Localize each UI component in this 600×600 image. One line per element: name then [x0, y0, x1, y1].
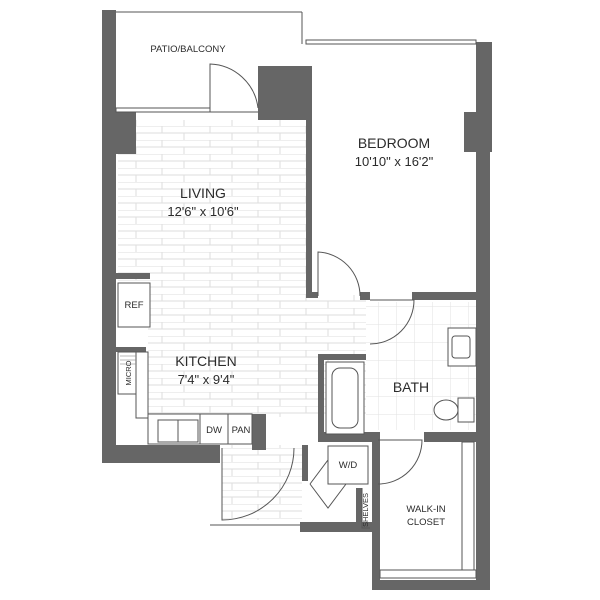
- vanity-sink: [451, 335, 471, 359]
- toilet-tank: [457, 397, 475, 423]
- toilet-bowl: [433, 399, 459, 421]
- shelves-label: SHELVES: [361, 493, 370, 527]
- bedroom-dimensions: 10'10" x 16'2": [355, 154, 434, 169]
- micro-top-wall: [116, 347, 146, 352]
- micro-stove-grid: [120, 355, 136, 365]
- bedroom-door-swing: [317, 251, 361, 297]
- kitchen-dimensions: 7'4" x 9'4": [178, 372, 235, 387]
- bathtub-inner: [331, 367, 359, 429]
- shelves-outline: [361, 488, 370, 529]
- bedroom-living-wall: [306, 66, 312, 294]
- hall-bottom-wall: [300, 522, 372, 532]
- right-window-pier: [464, 112, 492, 152]
- ref-box: [117, 282, 151, 328]
- living-floor: [118, 120, 310, 295]
- wd-box: [327, 445, 369, 485]
- closet-left-wall: [372, 432, 380, 590]
- wd-left-wall: [302, 445, 308, 481]
- kitchen-right-wall: [252, 414, 266, 450]
- bedroom-bath-wall: [412, 292, 482, 300]
- bath-door-swing: [369, 299, 415, 345]
- entry-door-swing: [221, 447, 295, 521]
- closet-door-swing: [377, 439, 423, 485]
- walls: [102, 10, 492, 590]
- shelves-right-wall: [356, 488, 362, 530]
- dw-label: DW: [206, 425, 222, 436]
- ref-label: REF: [125, 300, 144, 311]
- patio-door-swing: [209, 63, 259, 112]
- bottom-left-wall: [102, 445, 220, 463]
- windows-and-lines: [115, 11, 477, 529]
- ref-top-wall: [116, 273, 150, 279]
- right-exterior-wall: [476, 150, 490, 590]
- bedroom-bottom-wall: [306, 292, 318, 298]
- closet-bottom-wall: [372, 580, 490, 590]
- fixtures: [117, 282, 477, 579]
- bedroom-label: BEDROOM: [358, 135, 430, 151]
- wd-label: W/D: [339, 460, 358, 471]
- closet-label-line1: WALK-IN: [406, 504, 445, 515]
- micro-label: MICRO: [124, 360, 133, 385]
- bath-bottom-left-wall: [318, 432, 378, 442]
- left-exterior-wall: [102, 108, 116, 463]
- bath-entry-wall: [318, 354, 366, 360]
- bath-label: BATH: [393, 379, 429, 395]
- kitchen-label: KITCHEN: [175, 353, 236, 369]
- bedroom-column: [258, 66, 306, 120]
- closet-label-line2: CLOSET: [407, 517, 445, 528]
- patio-label: PATIO/BALCONY: [150, 44, 226, 55]
- living-label: LIVING: [180, 185, 226, 201]
- pan-label: PAN: [232, 425, 251, 436]
- patio-left-wall: [102, 10, 116, 110]
- entry-floor: [222, 445, 302, 520]
- bedroom-window: [305, 39, 477, 45]
- closet-rod-bottom: [379, 569, 477, 579]
- closet-shelf: [461, 441, 475, 575]
- bath-top-left-stub: [360, 292, 370, 300]
- counter-left: [135, 351, 149, 419]
- patio-window: [115, 107, 211, 113]
- bath-left-wall: [318, 354, 324, 436]
- bath-bottom-right-wall: [424, 432, 478, 442]
- living-dimensions: 12'6" x 10'6": [167, 204, 239, 219]
